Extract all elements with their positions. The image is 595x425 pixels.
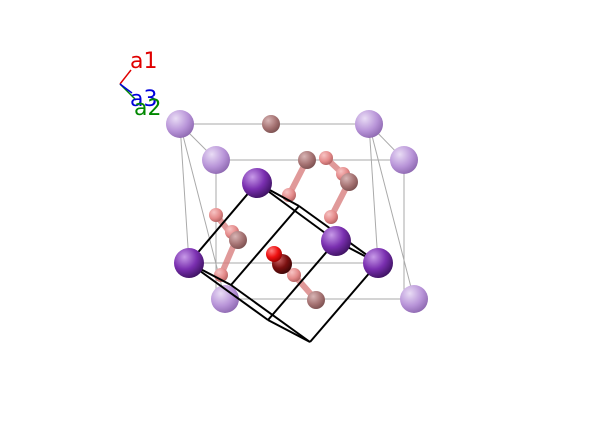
atom-red-faded[interactable]: [319, 151, 333, 165]
box-edge: [267, 319, 311, 343]
axis-a2-label: a2: [134, 96, 161, 121]
axis-a1-line: [119, 69, 132, 85]
axis-triad: a1 a3 a2: [119, 49, 161, 121]
box-edge: [267, 240, 337, 321]
atom-purple[interactable]: [363, 248, 393, 278]
axis-a3-label: a3: [130, 87, 157, 112]
box-edge: [188, 182, 258, 264]
atom-brown-faded[interactable]: [307, 291, 325, 309]
atom-red-faded[interactable]: [209, 208, 223, 222]
atom-purple-faded[interactable]: [390, 146, 418, 174]
atom-purple-faded[interactable]: [166, 110, 194, 138]
background-atoms: [166, 110, 428, 313]
atom-purple[interactable]: [321, 226, 351, 256]
box-edge: [230, 284, 311, 343]
atom-red-faded[interactable]: [287, 268, 301, 282]
box-edge: [188, 262, 269, 321]
atom-purple-faded[interactable]: [355, 110, 383, 138]
axis-a1-label: a1: [130, 49, 157, 74]
atom-purple[interactable]: [242, 168, 272, 198]
atom-purple-faded[interactable]: [202, 146, 230, 174]
atom-purple-faded[interactable]: [211, 285, 239, 313]
atom-purple[interactable]: [174, 248, 204, 278]
atom-red-faded[interactable]: [324, 210, 338, 224]
atom-brown-faded[interactable]: [340, 173, 358, 191]
axis-a3-line: [119, 83, 133, 94]
box-edge: [309, 262, 379, 343]
atom-oxygen[interactable]: [266, 246, 282, 262]
box-edge: [230, 205, 300, 286]
atom-brown-faded[interactable]: [262, 115, 280, 133]
foreground-atoms: [174, 168, 393, 278]
atom-brown-faded[interactable]: [229, 231, 247, 249]
atom-brown-faded[interactable]: [298, 151, 316, 169]
atom-purple-faded[interactable]: [400, 285, 428, 313]
box-edge: [256, 182, 337, 242]
unit-cell-edge: [368, 123, 379, 264]
unit-cell-edge: [179, 123, 190, 264]
